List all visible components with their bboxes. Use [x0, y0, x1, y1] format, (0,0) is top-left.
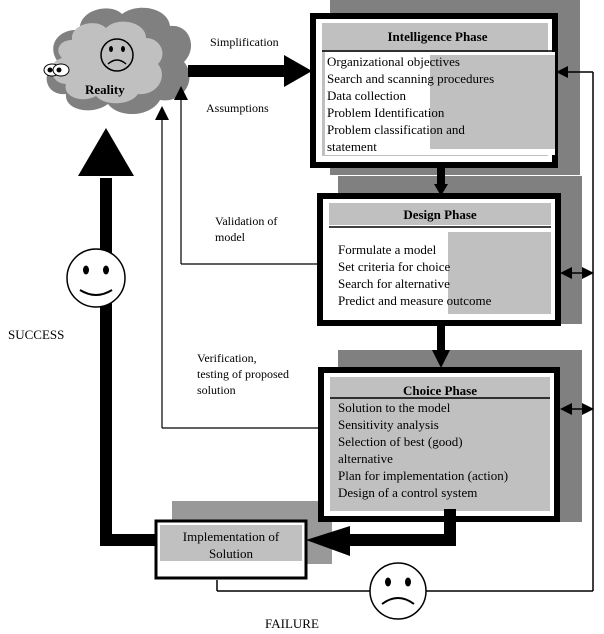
sad-face-icon: [369, 562, 427, 620]
validation-label-line2: model: [215, 230, 245, 244]
verification-label-line2: testing of proposed: [197, 367, 289, 381]
design-item: Set criteria for choice: [338, 259, 451, 274]
design-item: Predict and measure outcome: [338, 293, 492, 308]
happy-face-icon: [66, 248, 126, 308]
design-items: Formulate a model Set criteria for choic…: [338, 241, 491, 309]
intelligence-items: Organizational objectives Search and sca…: [327, 53, 494, 155]
simplification-label: Simplification: [210, 35, 279, 49]
implementation-line: Implementation of: [182, 529, 280, 544]
choice-item: Plan for implementation (action): [338, 468, 509, 483]
design-item: Search for alternative: [338, 276, 450, 291]
eyes-icon: [43, 63, 70, 77]
design-item: Formulate a model: [338, 242, 437, 257]
implementation-line: Solution: [208, 546, 254, 561]
choice-to-implementation-arrow: [306, 509, 456, 556]
choice-item: alternative: [338, 451, 393, 466]
reality-sad-face-icon: [100, 38, 134, 72]
choice-item: Solution to the model: [338, 400, 451, 415]
success-label: SUCCESS: [8, 327, 65, 342]
choice-double-arrow: [560, 403, 594, 415]
verification-label-line3: solution: [197, 383, 236, 397]
intelligence-item: statement: [327, 139, 377, 154]
intelligence-item: Search and scanning procedures: [327, 71, 495, 86]
intelligence-title: Intelligence Phase: [387, 29, 488, 44]
design-double-arrow: [560, 267, 594, 279]
design-to-choice-arrow: [432, 325, 450, 368]
intelligence-to-design-arrow: [434, 168, 448, 196]
choice-items: Solution to the model Sensitivity analys…: [338, 399, 508, 501]
intelligence-item: Organizational objectives: [327, 54, 460, 69]
intelligence-item: Problem classification and: [327, 122, 465, 137]
choice-item: Selection of best (good): [338, 434, 463, 449]
choice-item: Design of a control system: [338, 485, 478, 500]
intelligence-item: Problem Identification: [327, 105, 445, 120]
intelligence-item: Data collection: [327, 88, 407, 103]
implementation-label: Implementation of Solution: [156, 528, 306, 562]
choice-title: Choice Phase: [402, 383, 478, 398]
simplification-arrow: [188, 55, 312, 87]
failure-label: FAILURE: [265, 616, 319, 631]
design-title: Design Phase: [403, 207, 477, 222]
success-arrow: [78, 128, 156, 546]
validation-label-line1: Validation of: [215, 214, 278, 228]
assumptions-label: Assumptions: [206, 101, 269, 115]
verification-label-line1: Verification,: [197, 351, 257, 365]
choice-item: Sensitivity analysis: [338, 417, 439, 432]
reality-label: Reality: [85, 82, 125, 97]
assumptions-arrow: [174, 86, 320, 265]
verification-arrow: [155, 106, 320, 429]
